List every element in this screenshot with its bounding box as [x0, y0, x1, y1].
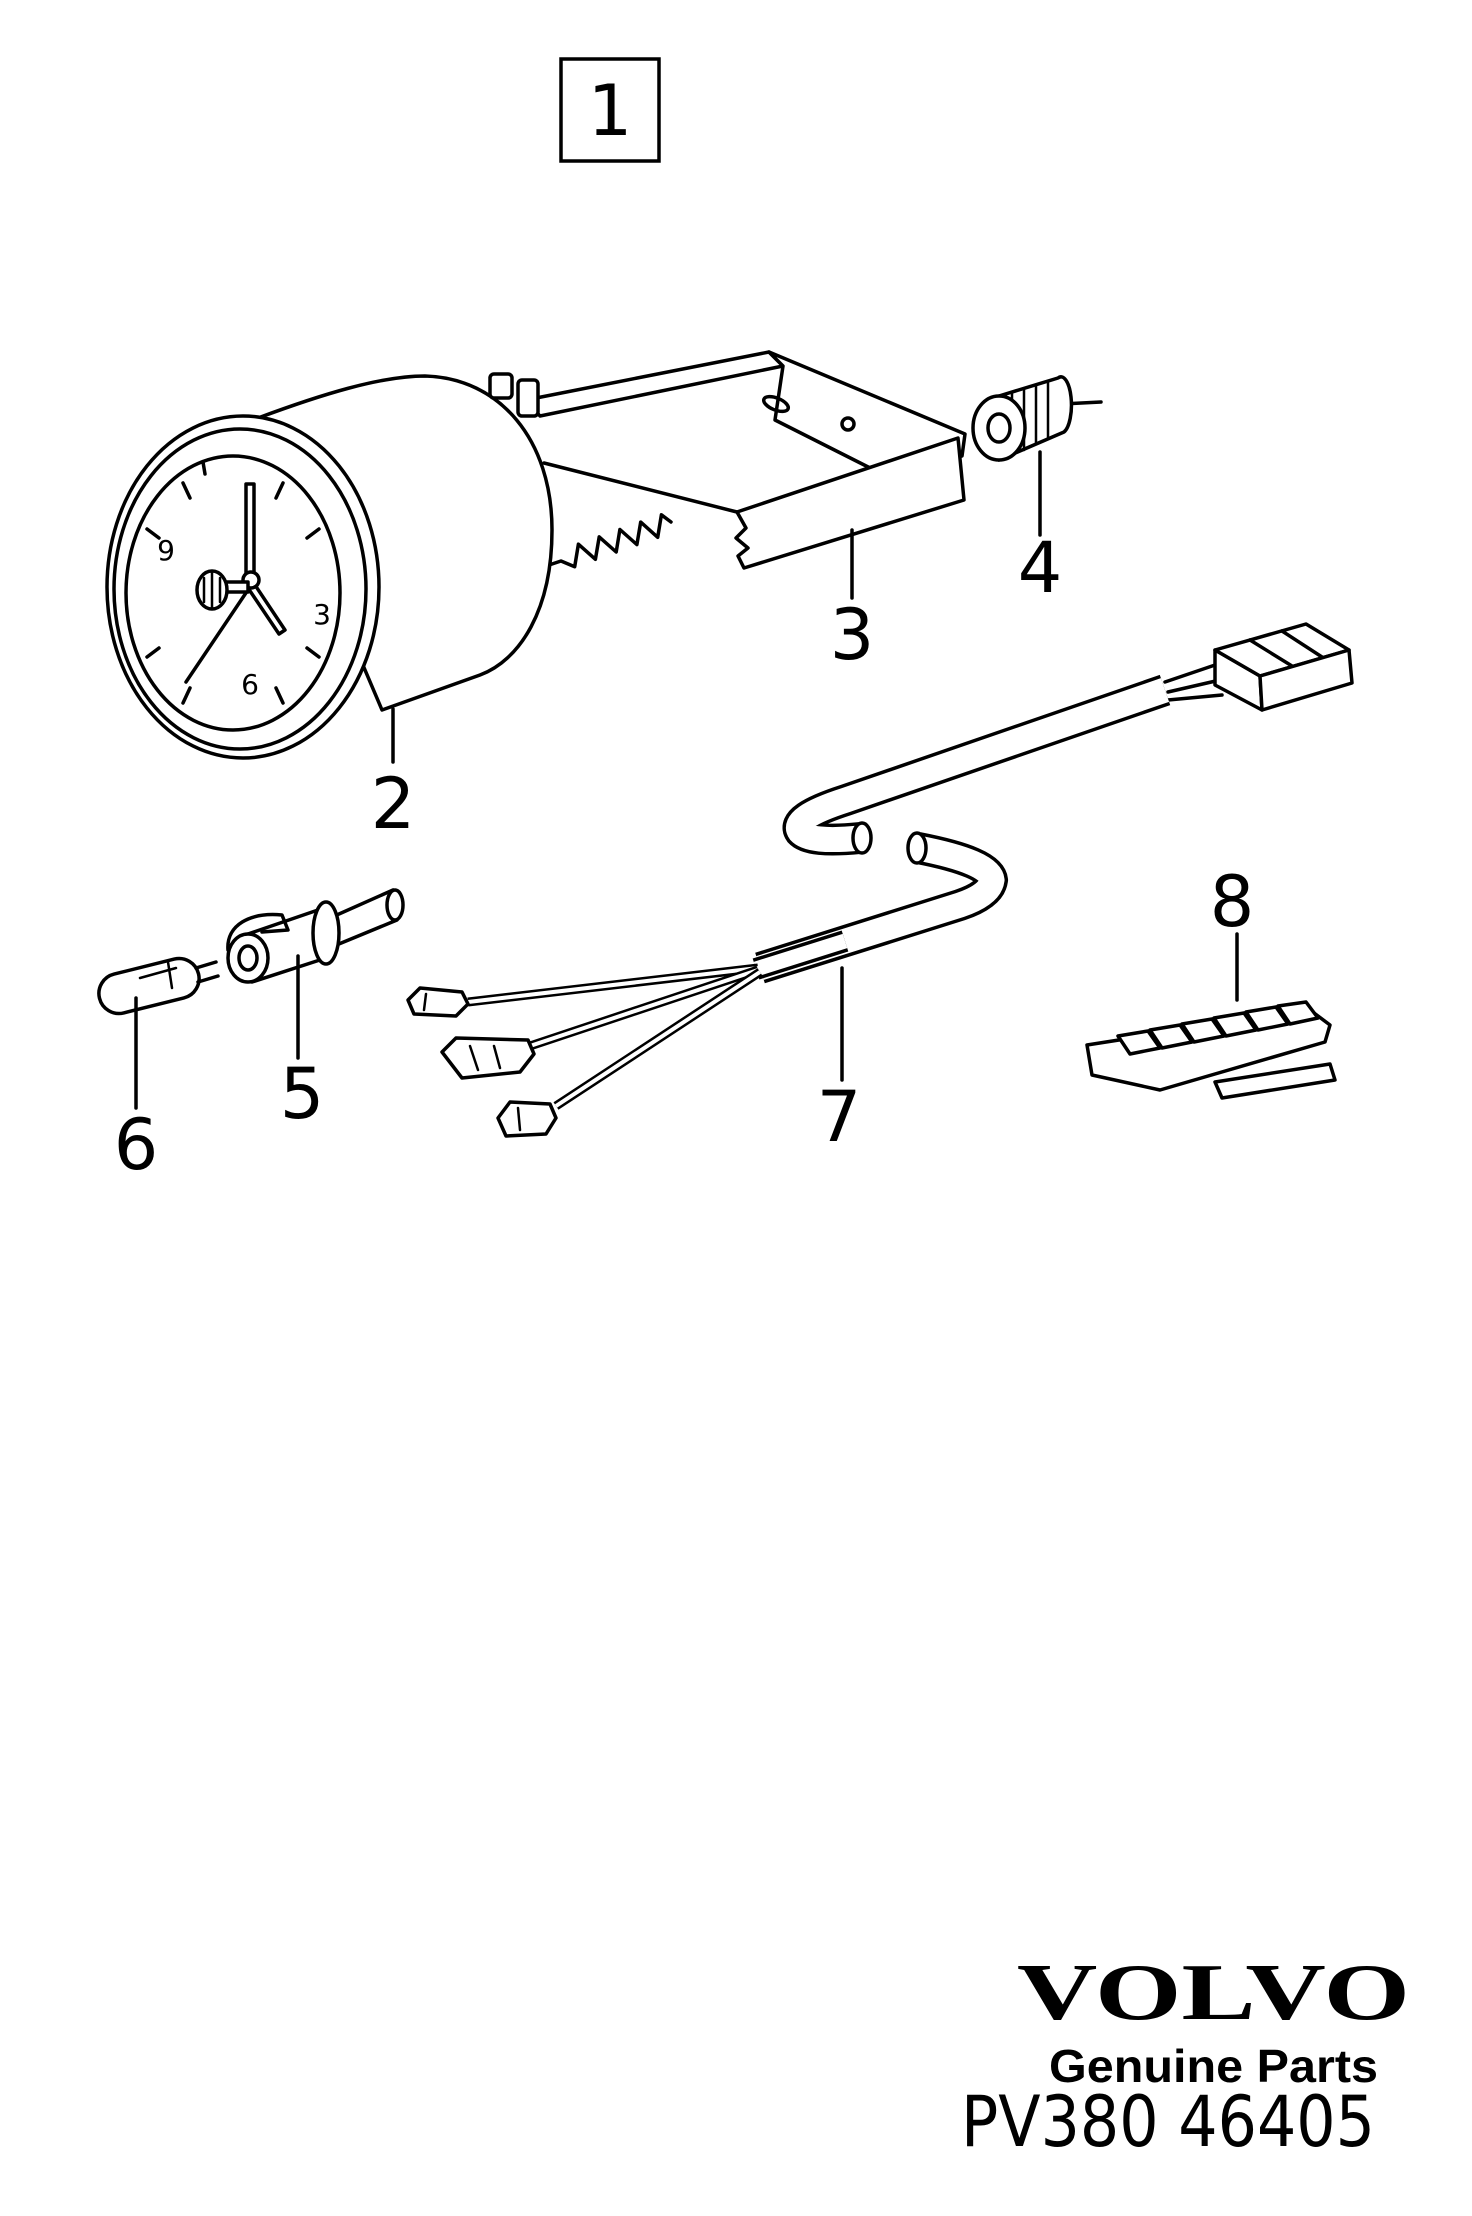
- bracket-slot: [761, 394, 791, 414]
- holder-tip-end: [385, 888, 405, 922]
- clock-setting-knob: [195, 569, 250, 611]
- harness-cable-upper: [786, 678, 1170, 852]
- clock-hour-hand: [244, 482, 256, 584]
- clock: 9 3 6: [105, 372, 554, 760]
- clock-mounting-lug: [516, 378, 540, 418]
- brand-tagline: Genuine Parts: [1049, 2040, 1378, 2092]
- connector-lead: [1166, 693, 1224, 702]
- bulb-lead-wire: [194, 960, 218, 970]
- callout-5: 5: [280, 1053, 325, 1135]
- harness-cable-lower: [756, 835, 1005, 980]
- dial-tick: [274, 481, 285, 500]
- harness-wire: [467, 966, 759, 1004]
- dial-tick: [181, 686, 192, 705]
- figure-number-box: 1: [559, 57, 661, 163]
- terminal-detail: [516, 1106, 522, 1132]
- figure-number-frame: [559, 57, 661, 163]
- figure-number: 1: [588, 70, 633, 152]
- callout-labels: 2 3 4 5 6 7 8: [114, 527, 1255, 1186]
- dial-tick: [145, 646, 161, 659]
- volvo-logo: VOLVO: [1017, 1949, 1410, 2037]
- dial-tick: [201, 460, 207, 476]
- adjuster-spring: [544, 513, 673, 569]
- part-code: PV380 46405: [961, 2081, 1375, 2163]
- harness-cable-cut-end: [851, 821, 873, 855]
- dial-tick-marks: [145, 460, 321, 705]
- dial-tick: [305, 646, 321, 659]
- knurled-nut: [971, 375, 1103, 462]
- mounting-bracket: [524, 350, 967, 570]
- bulb-filament: [166, 960, 174, 990]
- bracket-lower-arm: [734, 436, 966, 570]
- pad-rib: [1276, 1000, 1320, 1026]
- terminal-detail: [422, 992, 428, 1012]
- nut-face: [971, 394, 1027, 462]
- bracket-rod: [542, 461, 739, 514]
- clock-dial: [124, 454, 342, 732]
- clock-second-hand: [184, 576, 258, 684]
- bulb-lead-wire: [196, 974, 220, 984]
- dial-tick: [274, 686, 285, 705]
- callout-3: 3: [830, 594, 875, 676]
- cushion-pad: [1085, 1000, 1337, 1100]
- dial-tick: [145, 527, 161, 540]
- harness-terminal: [496, 1100, 558, 1138]
- harness-wire: [529, 968, 759, 1048]
- harness-sheath: [753, 933, 848, 977]
- harness-wire: [554, 970, 762, 1108]
- callout-7: 7: [817, 1076, 862, 1158]
- connector-lead: [1166, 678, 1222, 694]
- pad-strip: [1213, 1062, 1337, 1100]
- connector-rib: [1248, 638, 1294, 668]
- harness-cable-cut-end: [906, 831, 928, 865]
- holder-flange: [311, 900, 341, 966]
- connector-front-face: [1258, 648, 1354, 712]
- callout-8: 8: [1210, 861, 1255, 943]
- dial-numeral-6: 6: [241, 668, 259, 701]
- nut-bore: [986, 412, 1012, 444]
- bulb-holder: [226, 888, 405, 984]
- holder-clip: [226, 912, 290, 952]
- callout-4: 4: [1018, 527, 1063, 609]
- callout-6: 6: [114, 1104, 159, 1186]
- leader-lines: [134, 450, 1239, 1110]
- dial-numeral-3: 3: [313, 598, 331, 631]
- harness-connector: [1163, 622, 1354, 712]
- harness-terminal: [406, 986, 470, 1018]
- bracket-upper-arm: [524, 350, 785, 418]
- brand-block: VOLVO Genuine Parts PV380 46405: [961, 1949, 1410, 2163]
- dial-tick: [305, 527, 321, 540]
- wiring-harness: [406, 622, 1354, 1138]
- holder-body-end: [226, 932, 270, 984]
- connector-lead: [1163, 662, 1220, 684]
- bulb: [97, 956, 220, 1016]
- dial-tick: [181, 481, 192, 500]
- dial-numeral-9: 9: [157, 534, 175, 567]
- terminal-detail: [468, 1044, 480, 1072]
- bulb-glass: [97, 956, 201, 1016]
- holder-opening: [237, 944, 259, 972]
- connector-rib: [1280, 629, 1324, 659]
- bracket-hole: [840, 416, 856, 432]
- clock-bezel-inner: [112, 427, 368, 751]
- callout-2: 2: [371, 763, 416, 845]
- harness-terminal: [440, 1036, 536, 1080]
- terminal-detail: [492, 1044, 502, 1070]
- clock-mounting-lug: [488, 372, 514, 400]
